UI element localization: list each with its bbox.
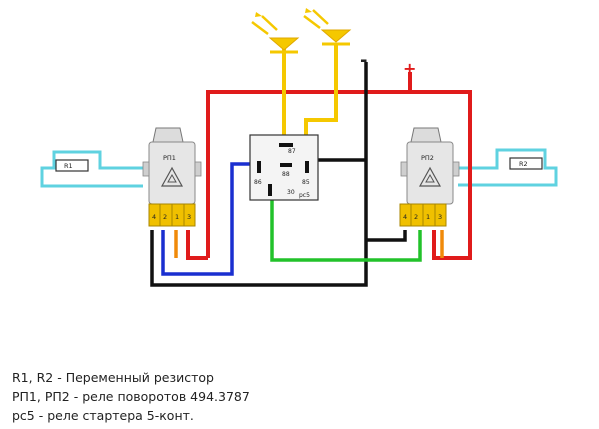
minus-terminal: - <box>360 50 367 71</box>
legend-text-resistors: - Переменный резистор <box>53 370 214 385</box>
left-resistor-wires <box>40 150 143 188</box>
resistor-r2-label: R2 <box>519 160 528 168</box>
rp1-pin-1: 1 <box>175 213 179 221</box>
rp2-pin-2: 2 <box>414 213 418 221</box>
blue-wire <box>161 162 250 276</box>
pc5-pin-88: 88 <box>282 171 290 178</box>
legend-text-turn-relays: - реле поворотов 494.3787 <box>69 389 250 404</box>
rp2-pin-3: 3 <box>438 213 442 221</box>
legend-line-starter-relay: рс5 - реле стартера 5-конт. <box>12 408 194 423</box>
legend-key-turn-relays: РП1, РП2 <box>12 389 70 404</box>
rp1-pin-2: 2 <box>163 213 167 221</box>
rp2-pin-4: 4 <box>403 213 407 221</box>
yellow-lamp-wires <box>282 45 338 145</box>
plus-terminal: + <box>403 59 416 78</box>
rp2-warning-triangle-icon <box>418 166 442 187</box>
rp2-label: РП2 <box>421 154 434 162</box>
legend-key-resistors: R1, R2 <box>12 370 54 385</box>
pc5-pin-85: 85 <box>302 179 310 186</box>
rp2-pin-1: 1 <box>426 213 430 221</box>
pc5-pin-30: 30 <box>287 189 295 196</box>
resistor-r1-label: R1 <box>64 162 73 170</box>
rp1-label: РП1 <box>163 154 176 162</box>
resistor-r2: R2 <box>509 157 543 170</box>
pc5-label: рс5 <box>299 192 310 199</box>
rp1-warning-triangle-icon <box>160 166 184 187</box>
legend-key-starter-relay: рс5 <box>12 408 35 423</box>
green-wire <box>270 196 422 262</box>
right-resistor-wires <box>458 148 558 187</box>
legend-line-resistors: R1, R2 - Переменный резистор <box>12 370 214 385</box>
legend-line-turn-relays: РП1, РП2 - реле поворотов 494.3787 <box>12 389 250 404</box>
legend-text-starter-relay: - реле стартера 5-конт. <box>34 408 194 423</box>
lamp-right-icon <box>303 8 352 46</box>
turn-relay-rp1: РП1 4 2 1 3 <box>142 127 202 227</box>
rp1-pin-4: 4 <box>152 213 156 221</box>
pc5-pin-86: 86 <box>254 179 262 186</box>
red-power-wire <box>186 72 472 260</box>
rp1-pin-3: 3 <box>187 213 191 221</box>
turn-relay-rp2: РП2 4 2 1 3 <box>399 127 460 227</box>
pc5-pin-87: 87 <box>288 148 296 155</box>
resistor-r1: R1 <box>55 159 89 172</box>
starter-relay-pc5: 87 88 86 85 30 рс5 <box>249 134 319 201</box>
orange-wires <box>174 230 444 258</box>
lamp-left-icon <box>251 12 300 54</box>
